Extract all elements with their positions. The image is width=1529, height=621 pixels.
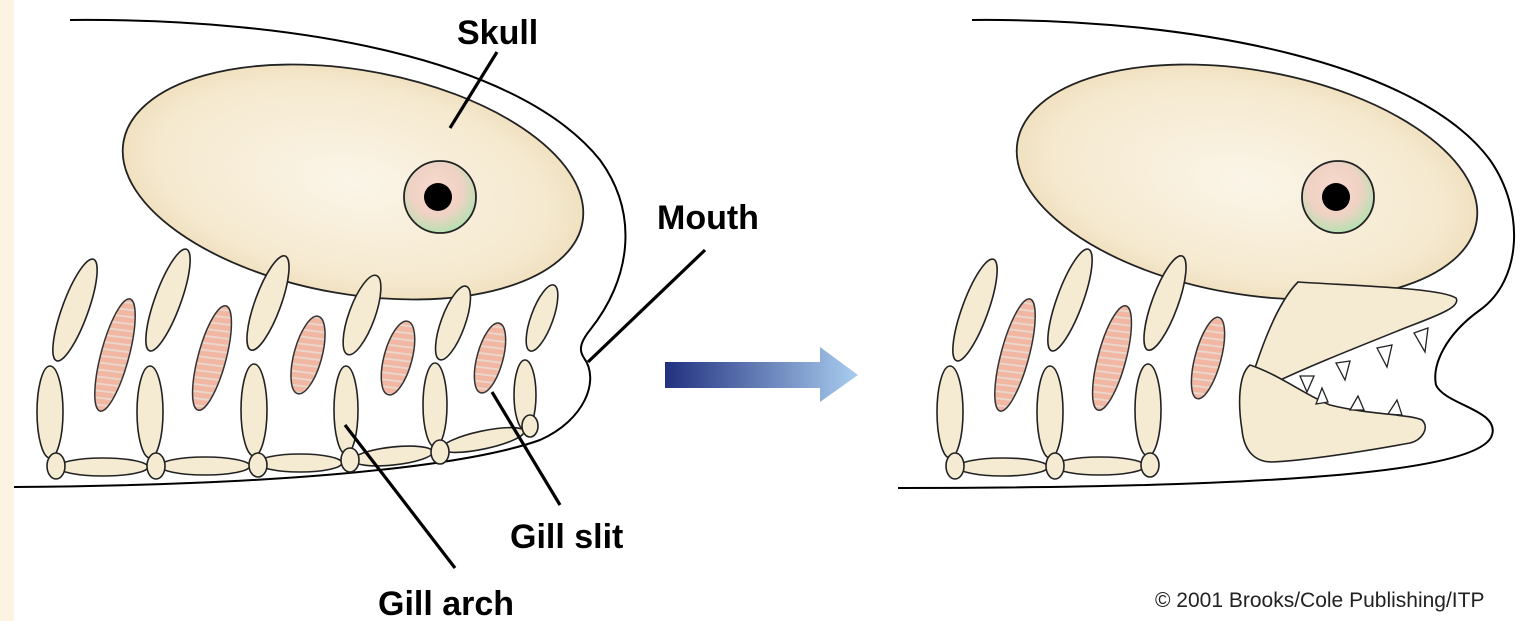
- gill-arch-label: Gill arch: [378, 585, 514, 621]
- mouth-label: Mouth: [657, 199, 759, 237]
- copyright-credit: © 2001 Brooks/Cole Publishing/ITP: [1155, 589, 1484, 612]
- eye-jawed: [1302, 161, 1374, 233]
- skull-label: Skull: [457, 14, 538, 52]
- gill-slit-label: Gill slit: [510, 518, 623, 556]
- eye: [404, 161, 476, 233]
